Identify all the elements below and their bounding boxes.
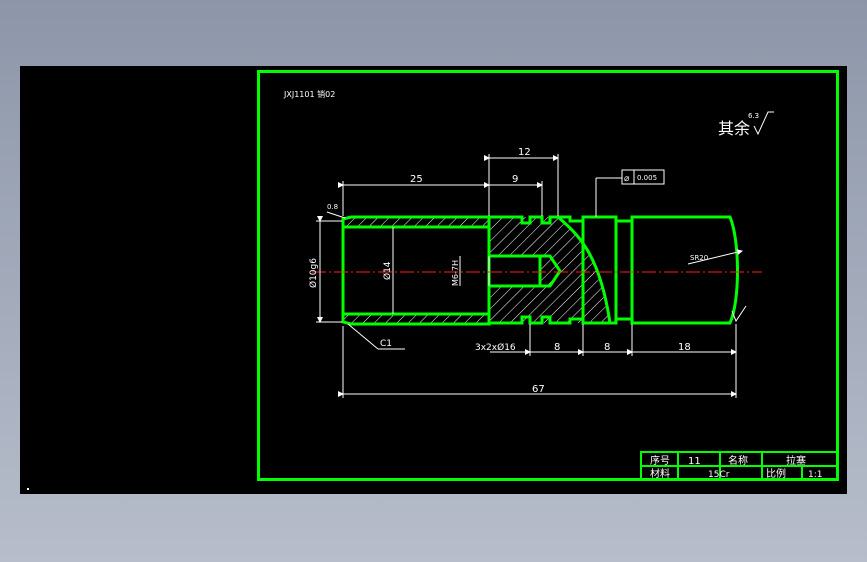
dim-thread: M6-7H — [451, 260, 460, 286]
roughness-label: 其余 — [718, 119, 750, 138]
tb-value-no: 11 — [688, 456, 701, 467]
drawing-frame — [257, 70, 839, 481]
dim-9: 9 — [512, 174, 518, 185]
cursor-dot — [27, 488, 29, 490]
tb-label-name: 名称 — [728, 454, 748, 467]
dim-sphere: SR20 — [690, 254, 708, 262]
dim-tolerance: 0.005 — [637, 174, 657, 182]
part-outline — [341, 215, 739, 326]
inner-lines — [392, 227, 490, 314]
tb-label-no: 序号 — [650, 454, 670, 467]
cad-viewport[interactable]: JXJ1101 销02 其余 6.3 — [20, 66, 847, 494]
tb-value-name: 拉塞 — [786, 454, 806, 467]
dim-8a: 8 — [554, 342, 560, 353]
section-hatching — [343, 217, 610, 324]
title-block: 序号 11 名称 拉塞 材料 15Cr 比例 1:1 — [640, 451, 838, 480]
tb-label-scale: 比例 — [766, 467, 786, 480]
dim-chamfer: C1 — [380, 339, 392, 349]
tb-value-scale: 1:1 — [808, 470, 822, 480]
dim-25: 25 — [410, 174, 423, 185]
tolerance-symbol: ⌀ — [624, 174, 630, 184]
hatch-bottom-wall — [343, 314, 489, 324]
hatch-top-wall — [343, 217, 489, 227]
engineering-drawing: JXJ1101 销02 其余 6.3 — [257, 70, 839, 481]
dim-dia-bore: Ø14 — [382, 261, 393, 280]
drawing-code: JXJ1101 销02 — [283, 89, 335, 99]
dim-18: 18 — [678, 342, 691, 353]
dim-dia-outer: Ø10g6 — [308, 258, 319, 288]
roughness-value: 6.3 — [748, 112, 759, 120]
dim-datum-roughness: 0.8 — [327, 203, 338, 211]
dim-67: 67 — [532, 384, 545, 395]
dim-12: 12 — [518, 147, 531, 158]
dim-8b: 8 — [604, 342, 610, 353]
hatch-solid — [489, 217, 610, 323]
dim-groove: 3x2xØ16 — [475, 342, 516, 353]
roughness-note: 其余 6.3 — [718, 111, 774, 138]
tb-label-material: 材料 — [650, 467, 670, 480]
tb-value-material: 15Cr — [708, 470, 730, 480]
dimension-lines — [316, 154, 747, 398]
roughness-symbol — [753, 111, 774, 136]
